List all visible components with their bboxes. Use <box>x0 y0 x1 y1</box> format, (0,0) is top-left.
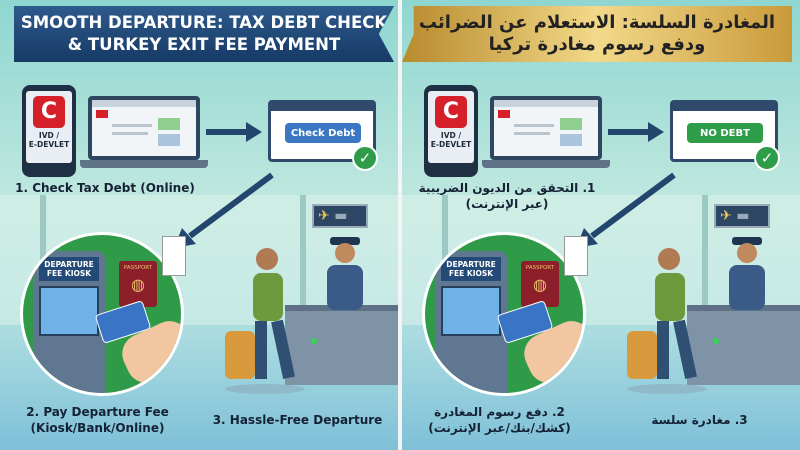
kiosk-sign: DEPARTURE FEE KIOSK <box>39 257 99 281</box>
passport-icon: PASSPORT◍ <box>521 261 559 307</box>
phone: C IVD / E-DEVLET <box>22 85 76 177</box>
receipt-icon <box>162 236 186 276</box>
arabic-panel: المغادرة السلسة: الاستعلام عن الضرائب ود… <box>402 0 800 450</box>
edevlet-logo-icon: C <box>435 96 467 128</box>
browser-window: NO DEBT <box>670 100 778 162</box>
traveler <box>627 248 707 394</box>
passport-control-gate <box>687 305 800 385</box>
officer <box>327 237 363 310</box>
phone-label: IVD / E-DEVLET <box>28 131 70 149</box>
gate-light <box>311 338 317 344</box>
airplane-sign-icon: ✈ ▬ <box>714 204 770 228</box>
step3-label: 3. مغادرة سلسة <box>651 413 748 427</box>
checkmark-icon: ✓ <box>352 145 378 171</box>
laptop-icon <box>482 96 610 168</box>
debt-status-button[interactable]: Check Debt <box>285 123 361 143</box>
receipt-icon <box>564 236 588 276</box>
debt-status-button[interactable]: NO DEBT <box>687 123 763 143</box>
passport-text: PASSPORT <box>123 265 153 271</box>
title-banner: المغادرة السلسة: الاستعلام عن الضرائب ود… <box>402 6 792 62</box>
edevlet-logo-icon: C <box>33 96 65 128</box>
departure-fee-kiosk: DEPARTURE FEE KIOSK <box>33 251 105 393</box>
phone-label: IVD / E-DEVLET <box>430 131 472 149</box>
traveler <box>225 248 305 394</box>
phone: C IVD / E-DEVLET <box>424 85 478 177</box>
step3-label: 3. Hassle-Free Departure <box>212 413 383 427</box>
banner-title: SMOOTH DEPARTURE: TAX DEBT CHECK & TURKE… <box>20 13 388 54</box>
panel-divider <box>398 0 402 450</box>
english-panel: SMOOTH DEPARTURE: TAX DEBT CHECK & TURKE… <box>0 0 398 450</box>
kiosk-sign: DEPARTURE FEE KIOSK <box>441 257 501 281</box>
title-banner: SMOOTH DEPARTURE: TAX DEBT CHECK & TURKE… <box>14 6 394 62</box>
kiosk-illustration: DEPARTURE FEE KIOSK PASSPORT◍ <box>20 232 184 396</box>
step2-label: 2. Pay Departure Fee (Kiosk/Bank/Online) <box>26 405 169 435</box>
kiosk-illustration: DEPARTURE FEE KIOSK PASSPORT◍ <box>422 232 586 396</box>
step1-label: 1. Check Tax Debt (Online) <box>15 181 195 195</box>
banner-title: المغادرة السلسة: الاستعلام عن الضرائب ود… <box>418 12 776 55</box>
gate-light <box>713 338 719 344</box>
passport-icon: PASSPORT◍ <box>119 261 157 307</box>
checkmark-icon: ✓ <box>754 145 780 171</box>
officer <box>729 237 765 310</box>
step2-label: 2. دفع رسوم المغادرة (كشك/بنك/عبر الإنتر… <box>428 405 571 435</box>
window-frame <box>702 195 708 345</box>
laptop-icon <box>80 96 208 168</box>
step1-label: 1. التحقق من الديون الضريبية (عبر الإنتر… <box>418 181 596 211</box>
departure-fee-kiosk: DEPARTURE FEE KIOSK <box>435 251 507 393</box>
passport-text: PASSPORT <box>525 265 555 271</box>
airplane-sign-icon: ✈ ▬ <box>312 204 368 228</box>
window-frame <box>300 195 306 345</box>
